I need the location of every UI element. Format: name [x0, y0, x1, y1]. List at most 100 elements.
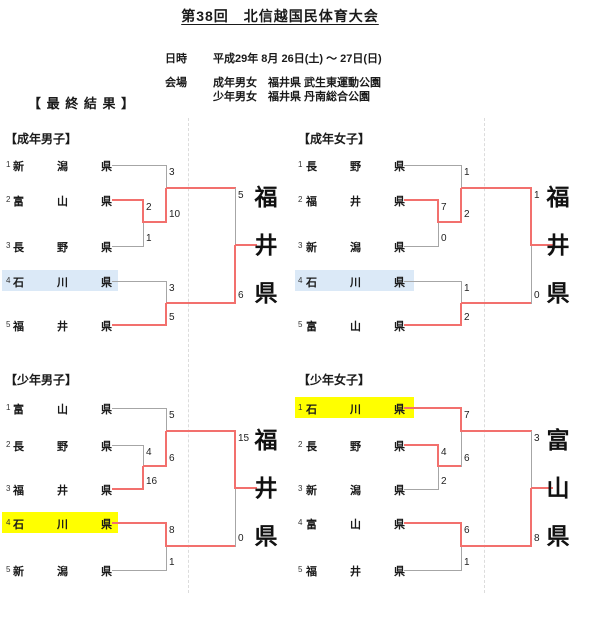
team-name-char: 福 — [306, 566, 317, 578]
bracket-line-h — [235, 487, 257, 489]
bracket-line-v — [165, 188, 167, 223]
bracket-line-v — [460, 188, 462, 223]
team-name-char: 野 — [57, 441, 68, 453]
bracket-line-v — [530, 188, 532, 246]
team-name-char: 富 — [306, 519, 317, 531]
team-seed: 3 — [6, 484, 11, 493]
team-name-char: 新 — [306, 242, 317, 254]
bracket-line-h — [112, 246, 144, 247]
bracket-line-v — [142, 466, 144, 490]
team-seed: 4 — [298, 276, 303, 285]
team-highlight — [2, 270, 118, 291]
team-name: 石川県 — [306, 401, 405, 417]
match-score: 4 — [441, 447, 447, 458]
team-highlight — [2, 512, 118, 533]
team-seed: 2 — [298, 195, 303, 204]
bracket-line-v — [461, 281, 462, 304]
bracket-line-v — [461, 431, 462, 467]
team-name: 石川県 — [306, 274, 405, 290]
bracket-line-h — [112, 324, 167, 326]
match-score: 10 — [169, 209, 181, 220]
bracket-line-h — [438, 465, 462, 467]
team-seed: 5 — [6, 320, 11, 329]
champion-name-char: 福 — [254, 184, 278, 210]
team-name-char: 潟 — [350, 485, 361, 497]
team-seed: 3 — [298, 241, 303, 250]
team-name-char: 井 — [57, 485, 68, 497]
match-score: 0 — [534, 290, 540, 301]
team-name: 新潟県 — [13, 563, 112, 579]
team-seed: 1 — [6, 403, 11, 412]
team-seed: 4 — [6, 518, 11, 527]
bracket-line-v — [142, 200, 144, 223]
champion-name: 福井県 — [253, 185, 279, 305]
bracket-line-v — [437, 200, 439, 223]
team-name: 福井県 — [306, 193, 405, 209]
team-name-char: 石 — [306, 404, 317, 416]
fold-guide-line — [484, 118, 485, 593]
team-name: 新潟県 — [13, 158, 112, 174]
team-name-char: 県 — [394, 196, 405, 208]
team-name-char: 山 — [350, 321, 361, 333]
team-seed: 4 — [6, 276, 11, 285]
bracket-line-v — [165, 523, 167, 547]
match-score: 8 — [169, 525, 175, 536]
bracket-line-h — [461, 430, 532, 432]
bracket-line-v — [461, 546, 462, 571]
bracket-line-h — [112, 488, 144, 490]
team-name-char: 潟 — [350, 242, 361, 254]
team-name-char: 富 — [13, 196, 24, 208]
team-name-char: 福 — [13, 485, 24, 497]
team-name-char: 長 — [13, 242, 24, 254]
team-name: 富山県 — [13, 401, 112, 417]
team-seed: 5 — [298, 565, 303, 574]
match-score: 7 — [441, 202, 447, 213]
team-name-char: 長 — [306, 441, 317, 453]
team-name: 富山県 — [306, 516, 405, 532]
match-score: 8 — [534, 533, 540, 544]
team-name-char: 山 — [57, 196, 68, 208]
team-name-char: 川 — [350, 404, 361, 416]
bracket-line-h — [461, 302, 532, 304]
team-name: 福井県 — [306, 563, 405, 579]
champion-name-char: 井 — [254, 475, 278, 501]
team-name-char: 山 — [57, 404, 68, 416]
team-name-char: 石 — [13, 277, 24, 289]
team-seed: 1 — [298, 160, 303, 169]
team-seed: 4 — [298, 518, 303, 527]
team-name: 長野県 — [13, 438, 112, 454]
team-name-char: 富 — [306, 321, 317, 333]
team-name-char: 石 — [13, 519, 24, 531]
bracket-line-h — [143, 465, 167, 467]
team-name: 福井県 — [13, 318, 112, 334]
match-score: 5 — [169, 312, 175, 323]
team-name-char: 県 — [394, 242, 405, 254]
team-name-char: 野 — [57, 242, 68, 254]
team-name-char: 井 — [57, 321, 68, 333]
bracket-line-h — [404, 489, 439, 490]
bracket-line-v — [460, 523, 462, 547]
bracket-line-v — [531, 245, 532, 304]
bracket-line-h — [112, 199, 144, 201]
bracket-line-v — [166, 408, 167, 432]
team-name-char: 長 — [13, 441, 24, 453]
bracket-title: 【成年女子】 — [298, 132, 371, 146]
team-name-char: 県 — [101, 161, 112, 173]
bracket-line-h — [404, 281, 462, 282]
bracket-line-v — [235, 488, 236, 547]
team-name: 石川県 — [13, 274, 112, 290]
bracket-line-h — [404, 570, 462, 571]
bracket-line-h — [531, 244, 553, 246]
team-name-char: 新 — [306, 485, 317, 497]
bracket-line-h — [166, 430, 236, 432]
bracket-line-v — [166, 281, 167, 304]
bracket-line-h — [404, 522, 462, 524]
match-score: 6 — [464, 525, 470, 536]
team-name-char: 県 — [394, 519, 405, 531]
bracket-line-h — [461, 545, 532, 547]
team-name-char: 県 — [394, 485, 405, 497]
team-name: 福井県 — [13, 482, 112, 498]
match-score: 6 — [464, 453, 470, 464]
bracket-line-v — [530, 488, 532, 547]
